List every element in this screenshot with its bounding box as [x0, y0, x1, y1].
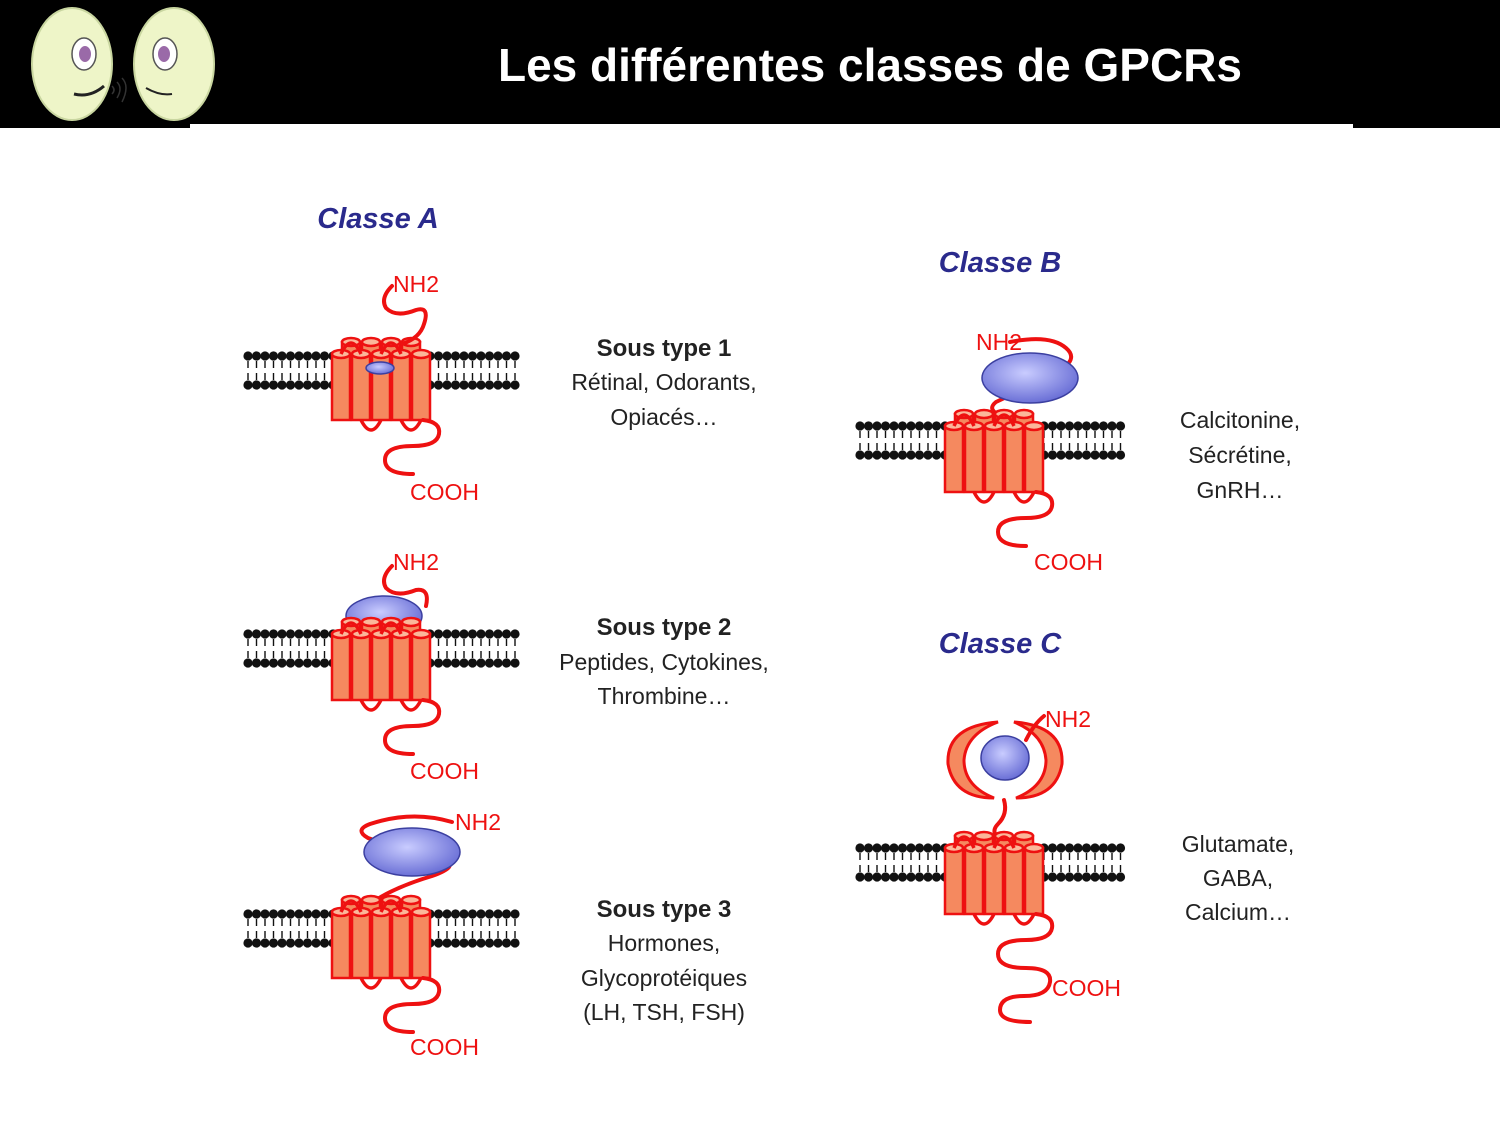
membrane-bilayer	[855, 843, 950, 882]
class-c-line-2: GABA,	[1203, 865, 1273, 891]
two-eyes-mascot-icon	[31, 7, 215, 121]
nh2-label-b: NH2	[976, 329, 1022, 355]
subtype-2-line-2: Thrombine…	[598, 683, 731, 709]
cooh-label-a2: COOH	[410, 758, 479, 784]
transmembrane-helices	[330, 894, 432, 990]
transmembrane-helices	[943, 408, 1045, 504]
receptor-class-a-subtype-3	[243, 814, 520, 1034]
membrane-bilayer	[425, 629, 520, 668]
membrane-bilayer	[1039, 843, 1126, 882]
membrane-bilayer	[243, 629, 338, 668]
class-c-line-1: Glutamate,	[1182, 831, 1295, 857]
receptor-class-a-subtype-2	[243, 564, 520, 756]
class-c-label: Classe C	[939, 628, 1063, 660]
subtype-3-line-2: Glycoprotéiques	[581, 965, 747, 991]
membrane-bilayer	[243, 351, 338, 390]
c-terminal-tail	[382, 976, 442, 1034]
class-b-line-3: GnRH…	[1197, 477, 1284, 503]
ligand	[363, 827, 461, 877]
n-terminal-chain	[382, 284, 428, 346]
c-terminal-tail	[995, 490, 1055, 548]
ligand	[981, 352, 1079, 404]
subtype-1-title: Sous type 1	[597, 335, 732, 362]
class-a-label: Classe A	[317, 203, 438, 235]
n-terminal-chain	[382, 564, 429, 608]
c-terminal-tail	[382, 418, 442, 476]
subtype-1-line-2: Opiacés…	[610, 404, 717, 430]
n-terminal-chain	[1024, 714, 1046, 742]
page-title: Les différentes classes de GPCRs	[498, 39, 1242, 91]
class-b-line-2: Sécrétine,	[1188, 442, 1292, 468]
transmembrane-helices	[943, 830, 1045, 926]
ligand	[980, 735, 1030, 781]
cooh-label-b: COOH	[1034, 549, 1103, 575]
nh2-label-a2: NH2	[393, 549, 439, 575]
slide-header	[0, 0, 1500, 128]
membrane-bilayer	[855, 421, 950, 460]
membrane-bilayer	[243, 909, 338, 948]
nh2-label-c: NH2	[1045, 706, 1091, 732]
cooh-label-c: COOH	[1052, 975, 1121, 1001]
nh2-label-a3: NH2	[455, 809, 501, 835]
transmembrane-helices	[330, 336, 432, 432]
c-terminal-tail	[995, 912, 1055, 1024]
membrane-bilayer	[1039, 421, 1126, 460]
venus-flytrap-left-lobe	[946, 720, 999, 800]
subtype-3-line-3: (LH, TSH, FSH)	[583, 999, 745, 1025]
subtype-3-line-1: Hormones,	[608, 930, 720, 956]
subtype-2-line-1: Peptides, Cytokines,	[559, 649, 769, 675]
class-b-label: Classe B	[939, 247, 1062, 279]
cooh-label-a3: COOH	[410, 1034, 479, 1060]
subtype-2-title: Sous type 2	[597, 614, 732, 641]
class-c-line-3: Calcium…	[1185, 899, 1291, 925]
cooh-label-a1: COOH	[410, 479, 479, 505]
venus-flytrap-right-lobe	[1013, 720, 1064, 800]
subtype-3-title: Sous type 3	[597, 896, 732, 923]
c-terminal-tail	[382, 698, 442, 756]
subtype-1-line-1: Rétinal, Odorants,	[571, 369, 756, 395]
header-divider	[190, 124, 1353, 128]
class-b-line-1: Calcitonine,	[1180, 407, 1300, 433]
transmembrane-helices	[330, 616, 432, 712]
membrane-bilayer	[425, 909, 520, 948]
membrane-bilayer	[425, 351, 520, 390]
nh2-label-a1: NH2	[393, 271, 439, 297]
receptor-class-c	[855, 714, 1126, 1024]
receptor-class-b	[855, 337, 1126, 548]
receptor-class-a-subtype-1	[243, 284, 520, 476]
ligand	[365, 361, 395, 375]
